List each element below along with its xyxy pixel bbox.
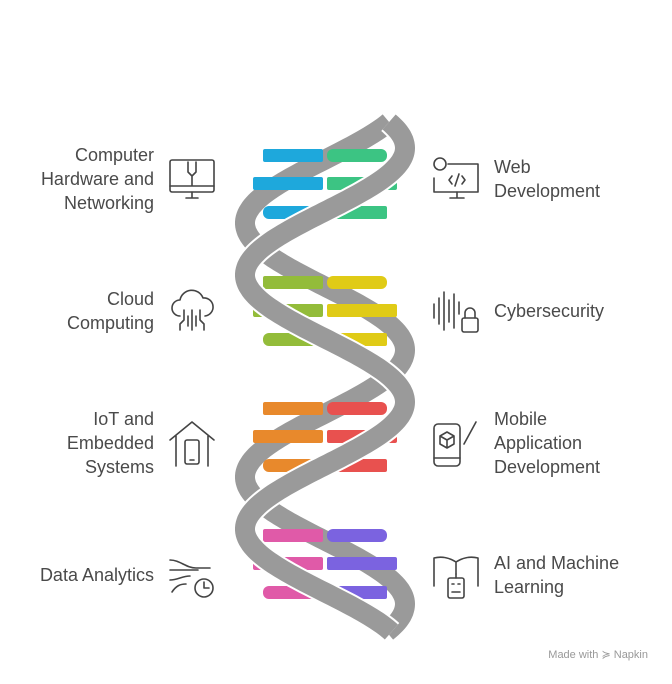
base-pair-left [253,177,323,190]
soundwave-lock-icon [430,286,482,338]
label-data-analytics: Data Analytics [39,565,154,585]
base-pair-left [263,276,323,289]
base-pair-right [327,557,397,570]
cloud-circuit-icon [166,286,218,338]
helix-strand-front [235,114,416,640]
base-pair-left [263,402,323,415]
napkin-credit: Made with ≽ Napkin [548,649,648,661]
monitor-wrench-icon [166,154,218,206]
base-pair-left [263,149,323,162]
base-pair-right [327,304,397,317]
base-pair-left [263,529,323,542]
home-phone-icon [166,418,218,470]
base-pair-left [253,430,323,443]
base-pair-right [327,276,387,289]
phone-cube-brush-icon [430,418,482,470]
wind-clock-icon [166,550,218,602]
base-pair-right [327,529,387,542]
label-cybersecurity: Cybersecurity [494,301,605,321]
book-robot-icon [430,550,482,602]
monitor-gear-code-icon [430,154,482,206]
base-pair-right [327,149,387,162]
base-pair-right [327,402,387,415]
